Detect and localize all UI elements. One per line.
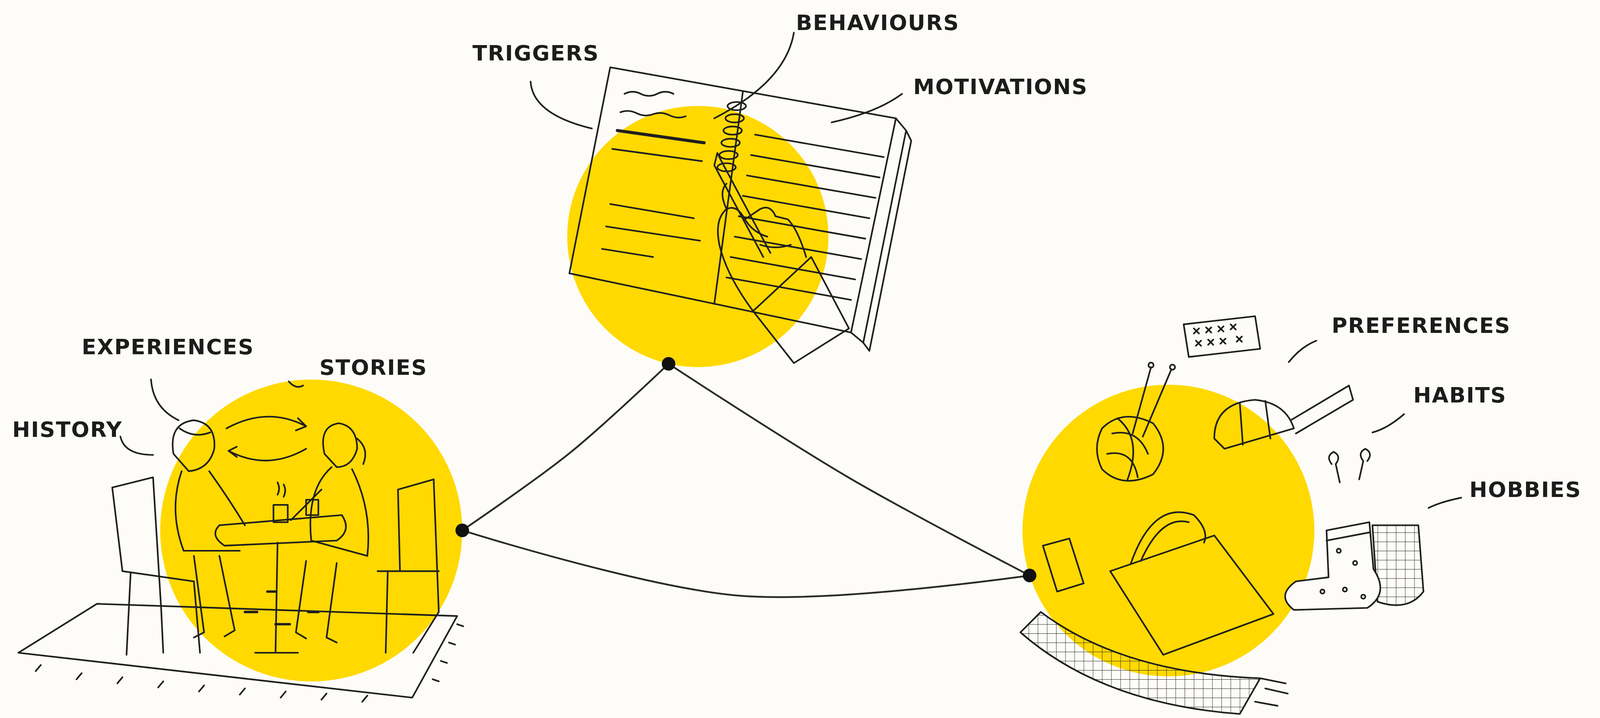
topic-label: HISTORY [12,419,123,441]
sock-dot [1336,549,1341,553]
leader-line [714,32,794,119]
earbud [1329,448,1371,483]
yellow-circle [1022,384,1315,677]
connector-line [668,363,1030,576]
yellow-circle [567,106,829,368]
leader-line [1428,497,1462,509]
topic-circle: EXPERIENCESSTORIESHISTORY [160,379,463,682]
topic-label: EXPERIENCES [81,336,254,358]
written-line [624,91,674,96]
sock-dot [1353,561,1358,566]
needle-end [1148,362,1154,368]
topic-label: HABITS [1413,384,1507,407]
leader-line [120,436,154,455]
topic-circle: TRIGGERSBEHAVIOURSMOTIVATIONS [567,106,829,368]
leader-line [1288,340,1317,363]
leader-line [1372,414,1405,433]
belongings-sketch [1020,316,1424,715]
needle-end [1170,364,1176,370]
leader-line [530,81,592,129]
circle-outline [160,379,463,682]
sock [1372,525,1424,606]
connector-line [462,363,669,531]
sock-dot [1342,587,1347,592]
cross-stitch-grid [1183,316,1260,358]
sock-dot [1320,589,1325,594]
topic-label: PREFERENCES [1331,315,1512,337]
topic-label: MOTIVATIONS [913,76,1088,98]
topic-label: STORIES [319,357,428,379]
connector-line [462,530,1030,598]
circle-outline [1022,384,1315,677]
scarf-fringe [1255,678,1288,707]
topic-circle: PREFERENCESHABITSHOBBIES [1022,384,1315,677]
leader-line [151,379,179,421]
sock-cuff [1326,532,1370,542]
topic-label: TRIGGERS [472,42,600,65]
circle-outline [567,106,829,368]
notebook-spiral [727,102,746,111]
notebook-page [850,118,906,343]
topic-label: HOBBIES [1469,479,1582,501]
notebook-page [863,130,911,351]
leader-line [831,93,902,123]
sock-dot [1361,594,1366,599]
topic-label: BEHAVIOURS [795,12,960,34]
yellow-circle [160,379,463,682]
